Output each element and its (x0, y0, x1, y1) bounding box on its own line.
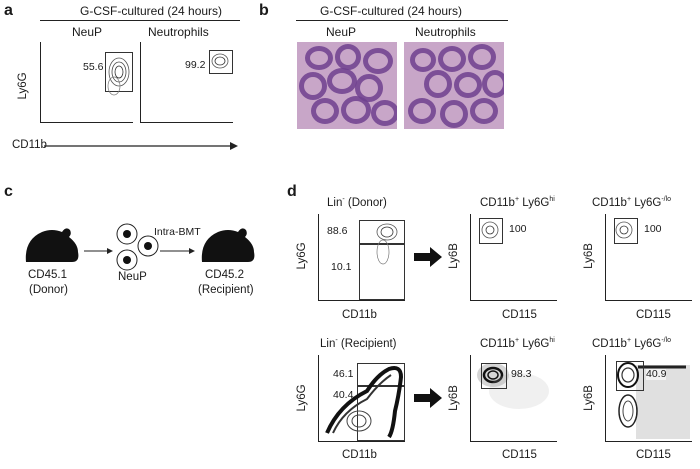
d-row1-title1: Lin- (Donor) (327, 196, 387, 209)
donor-label-line2: (Donor) (29, 284, 68, 296)
d-row1-plot3-contour (615, 221, 633, 239)
d-row1-plot2-ylabel: Ly6B (448, 243, 460, 269)
recipient-mouse-icon (201, 228, 255, 262)
panel-a-left-title: NeuP (72, 25, 103, 39)
d-row1-plot1-contour (376, 223, 398, 265)
panel-a-header-rule (40, 20, 240, 21)
d-row2-title2: CD11b+ Ly6Ghi (480, 337, 555, 350)
d-row1-plot2-xlabel: CD115 (502, 309, 537, 321)
d-row2-plot1-lower-gate (357, 385, 405, 441)
panel-b-left-title: NeuP (326, 25, 357, 39)
d-row1-plot3-xlabel: CD115 (636, 309, 671, 321)
d-row1-plot2-value: 100 (509, 223, 527, 235)
panel-label-d: d (287, 183, 297, 200)
donor-label-line1: CD45.1 (28, 269, 67, 281)
d-row1-plot1-xlabel: CD11b (342, 309, 377, 321)
d-row1-plot2-contour (481, 221, 499, 239)
panel-a-right-plot: 99.2 (140, 42, 233, 123)
panel-b-neutrophil-micrograph (404, 42, 504, 129)
panel-a-ylabel: Ly6G (17, 72, 29, 100)
panel-a-right-value: 99.2 (185, 59, 206, 71)
d-row1-arrow-icon (414, 247, 442, 267)
panel-b-header: G-CSF-cultured (24 hours) (320, 4, 463, 18)
d-row2-plot1-upper-gate (357, 363, 405, 387)
recipient-label-line1: CD45.2 (205, 269, 244, 281)
panel-a-left-value: 55.6 (83, 61, 104, 73)
panel-a-xaxis-arrow (44, 142, 238, 150)
d-row1-plot2: 100 (470, 214, 557, 301)
d-row1-title3: CD11b+ Ly6G-/lo (592, 196, 672, 209)
d-row2-plot2-scatter (477, 363, 549, 409)
arrow-to-neup (84, 248, 113, 254)
panel-b-header-rule (296, 20, 508, 21)
panel-a-right-gate (209, 50, 233, 74)
d-row1-plot3-ylabel: Ly6B (583, 243, 595, 269)
d-row1-plot1-lower-value: 10.1 (331, 261, 352, 273)
d-row2-plot2-xlabel: CD115 (502, 449, 537, 461)
d-row2-plot2-ylabel: Ly6B (448, 385, 460, 411)
d-row2-plot3-xlabel: CD115 (636, 449, 671, 461)
panel-a-left-contour (107, 57, 130, 96)
d-row1-plot1: 88.6 10.1 (318, 214, 405, 301)
d-row2-plot3-ylabel: Ly6B (583, 385, 595, 411)
d-row1-plot1-upper-gate (359, 220, 405, 244)
panel-b-right-title: Neutrophils (415, 25, 476, 39)
panel-label-a: a (4, 2, 13, 19)
d-row1-plot2-gate (479, 218, 503, 244)
d-row2-arrow-icon (414, 388, 442, 408)
d-row2-plot1-upper-value: 46.1 (333, 368, 354, 380)
d-row1-plot1-ylabel: Ly6G (296, 242, 308, 270)
d-row2-plot3: 40.9 (605, 355, 692, 442)
d-row1-plot3-gate (614, 218, 638, 244)
d-row2-plot3-gate (616, 361, 644, 391)
d-row2-plot1: 46.1 40.4 (318, 355, 405, 442)
d-row1-plot1-upper-value: 88.6 (327, 225, 348, 237)
d-row2-plot1-lower-value: 40.4 (333, 389, 354, 401)
d-row2-plot1-xlabel: CD11b (342, 449, 377, 461)
panel-b-neup-micrograph (297, 42, 397, 129)
d-row2-plot3-value: 40.9 (646, 368, 667, 380)
panel-a-xlabel: CD11b (12, 139, 47, 151)
d-row1-plot1-lower-gate (359, 244, 405, 300)
d-row2-plot1-contour (325, 366, 404, 439)
d-row2-title3: CD11b+ Ly6G-/lo (592, 337, 672, 350)
d-row2-plot2-value: 98.3 (511, 368, 532, 380)
panel-a-right-title: Neutrophils (148, 25, 209, 39)
recipient-label-line2: (Recipient) (198, 284, 254, 296)
d-row1-plot3-value: 100 (644, 223, 662, 235)
d-row2-plot2: 98.3 (470, 355, 557, 442)
panel-label-b: b (259, 2, 269, 19)
d-row2-plot2-gate (481, 363, 507, 389)
d-row2-title1: Lin- (Recipient) (320, 337, 397, 350)
neup-cells-icon (116, 223, 159, 271)
d-row1-title2: CD11b+ Ly6Ghi (480, 196, 555, 209)
d-row2-plot1-ylabel: Ly6G (296, 384, 308, 412)
panel-label-c: c (4, 183, 13, 200)
panel-a-left-plot: 55.6 (40, 42, 133, 123)
d-row1-plot3: 100 (605, 214, 692, 301)
neup-label: NeuP (118, 271, 147, 283)
panel-a-header: G-CSF-cultured (24 hours) (80, 4, 223, 18)
intra-bmt-label: Intra-BMT (154, 226, 201, 238)
panel-a-right-contour (211, 53, 229, 69)
donor-mouse-icon (25, 228, 79, 262)
arrow-to-recipient (160, 248, 195, 254)
